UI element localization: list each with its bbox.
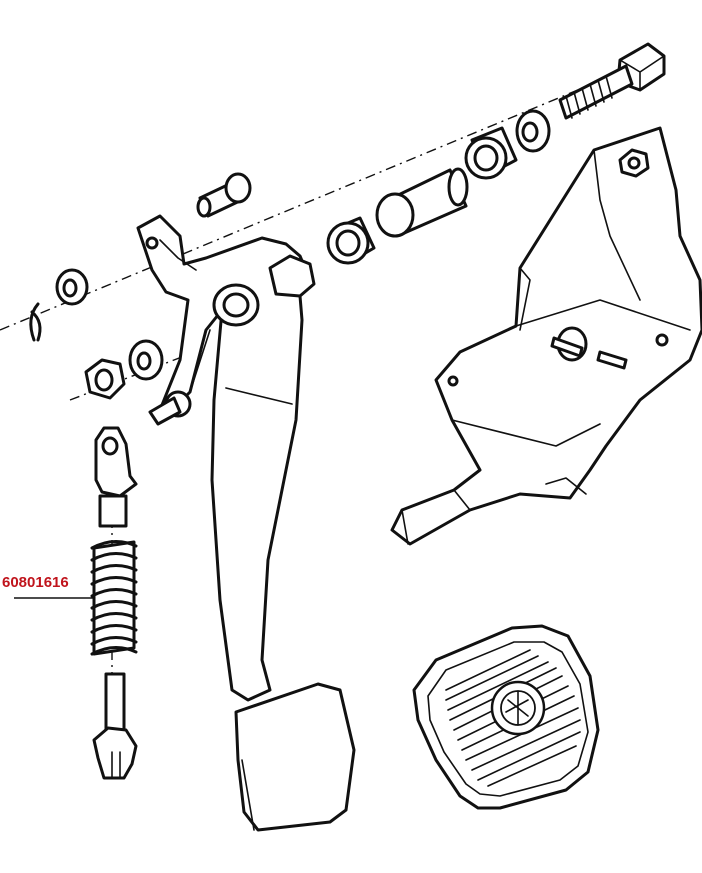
pivot-bolt[interactable] xyxy=(558,42,666,120)
flanged-bushing[interactable] xyxy=(464,126,518,180)
pedal-bushing[interactable] xyxy=(326,216,376,265)
pushrod-clevis[interactable] xyxy=(94,426,138,528)
pushrod-lower[interactable] xyxy=(92,672,138,780)
bolt-washer[interactable] xyxy=(515,109,551,153)
pedal-rubber-pad[interactable] xyxy=(412,624,600,810)
split-pin[interactable] xyxy=(29,302,42,342)
washer-middle[interactable] xyxy=(128,339,164,381)
spacer-tube[interactable] xyxy=(375,167,469,238)
lock-nut[interactable] xyxy=(84,358,126,400)
return-spring[interactable] xyxy=(90,540,138,656)
lever-pin[interactable] xyxy=(148,390,192,426)
brake-pedal-lever[interactable] xyxy=(136,214,316,702)
washer-left[interactable] xyxy=(55,268,89,306)
clevis-pin[interactable] xyxy=(196,172,252,218)
part-number-label[interactable]: 60801616 xyxy=(2,574,69,591)
pedal-bracket[interactable] xyxy=(390,126,702,546)
pedal-foot-plate[interactable] xyxy=(234,682,356,832)
